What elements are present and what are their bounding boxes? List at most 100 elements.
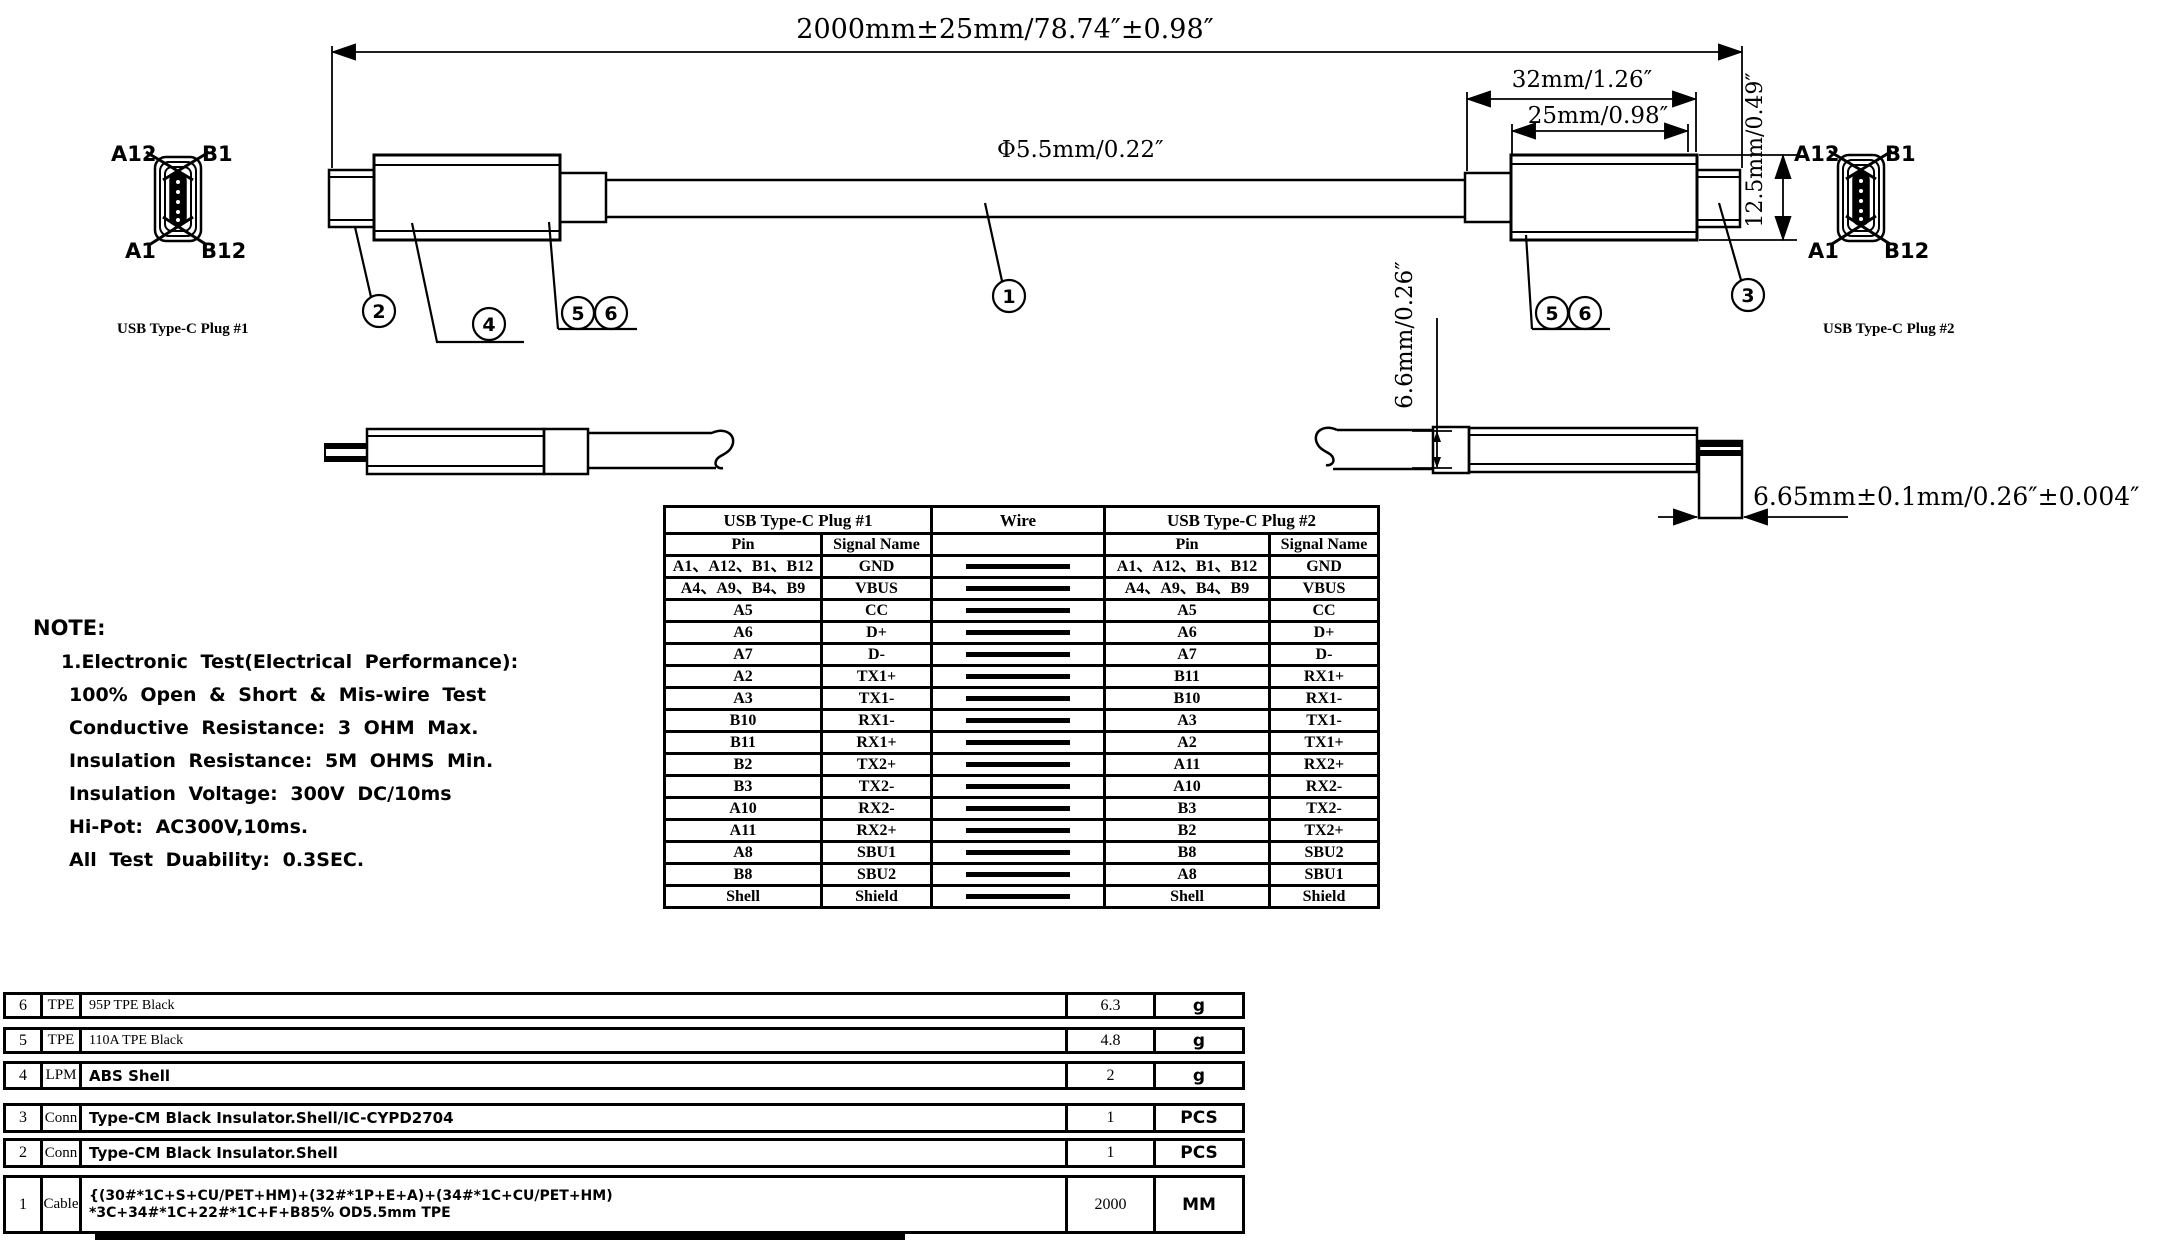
wire-line xyxy=(966,850,1070,855)
wire-subheader-empty xyxy=(930,532,1106,557)
bom-row-4: 4 LPM ABS Shell 2 g xyxy=(3,1061,1245,1090)
bom-description: 110A TPE Black xyxy=(79,1030,1065,1051)
wire-line xyxy=(966,696,1070,701)
plug2-pin-cell: A10 xyxy=(1103,774,1271,799)
plug2-pin-cell: B10 xyxy=(1103,686,1271,711)
bom-material: Conn xyxy=(40,1106,79,1130)
bom-description: ABS Shell xyxy=(79,1064,1065,1087)
plug2-signal-cell: TX2+ xyxy=(1268,818,1380,843)
wire-cell xyxy=(930,752,1106,777)
plug1-signal-cell: TX2+ xyxy=(820,752,933,777)
plug1-pin-a12-label: A12 xyxy=(111,142,156,166)
plug1-pin-cell: B11 xyxy=(663,730,823,755)
plug2-pin-cell: A3 xyxy=(1103,708,1271,733)
bom-description: Type-CM Black Insulator.Shell/IC-CYPD270… xyxy=(79,1106,1065,1130)
note-block: NOTE: 1.Electronic Test(Electrical Perfo… xyxy=(33,616,518,877)
plug1-signal-cell: GND xyxy=(820,554,933,579)
plug1-signal-cell: RX2+ xyxy=(820,818,933,843)
pin-column-header: Pin xyxy=(663,532,823,557)
bom-unit: MM xyxy=(1153,1178,1242,1231)
bom-quantity: 2000 xyxy=(1065,1178,1153,1231)
plug1-pin-cell: A3 xyxy=(663,686,823,711)
plug1-pin-cell: B2 xyxy=(663,752,823,777)
callout-4: 4 xyxy=(410,222,524,344)
bom-item-no: 6 xyxy=(19,996,27,1014)
plug1-signal-cell: CC xyxy=(820,598,933,623)
note-heading: NOTE: xyxy=(33,616,106,640)
plug2-end-view: A12 B1 A1 B12 USB Type-C Plug #2 xyxy=(1794,142,1955,337)
plug2-signal-cell: RX1- xyxy=(1268,686,1380,711)
bom-quantity: 2 xyxy=(1065,1064,1153,1087)
bom-material: TPE xyxy=(40,995,79,1016)
plug1-pin-b12-label: B12 xyxy=(201,239,246,263)
plug2-pin-cell: A6 xyxy=(1103,620,1271,645)
bom-description-line2: *3C+34#*1C+22#*1C+F+B85% OD5.5mm TPE xyxy=(89,1204,451,1221)
plug2-pin-cell: B8 xyxy=(1103,840,1271,865)
wire-line xyxy=(966,828,1070,833)
callout-3-number: 3 xyxy=(1741,285,1754,307)
plug1-signal-cell: TX1- xyxy=(820,686,933,711)
plug1-header: USB Type-C Plug #1 xyxy=(663,505,933,535)
plug1-end-view: A12 B1 A1 B12 USB Type-C Plug #1 xyxy=(111,142,249,337)
plug1-signal-cell: RX1- xyxy=(820,708,933,733)
plug2-pin-cell: A11 xyxy=(1103,752,1271,777)
bom-quantity: 1 xyxy=(1065,1141,1153,1165)
bom-row-3: 3 Conn Type-CM Black Insulator.Shell/IC-… xyxy=(3,1103,1245,1133)
plug2-pin-a1-label: A1 xyxy=(1808,239,1839,263)
wire-cell xyxy=(930,642,1106,667)
plug2-pin-cell: A7 xyxy=(1103,642,1271,667)
plug1-pin-cell: A5 xyxy=(663,598,823,623)
note-line: Insulation Voltage: 300V DC/10ms xyxy=(69,783,452,805)
plug2-signal-cell: SBU2 xyxy=(1268,840,1380,865)
plug2-pin-b12-label: B12 xyxy=(1884,239,1929,263)
plug1-pin-b1-label: B1 xyxy=(202,142,233,166)
plug2-signal-cell: RX2- xyxy=(1268,774,1380,799)
bom-description-line1: {(30#*1C+S+CU/PET+HM)+(32#*1P+E+A)+(34#*… xyxy=(89,1187,613,1204)
wire-cell xyxy=(930,554,1106,579)
note-line: Conductive Resistance: 3 OHM Max. xyxy=(69,717,479,739)
callout-6-number-right: 6 xyxy=(1578,303,1591,325)
wire-line xyxy=(966,784,1070,789)
plug1-pin-cell: A2 xyxy=(663,664,823,689)
wire-line xyxy=(966,740,1070,745)
callout-1-number: 1 xyxy=(1002,286,1015,308)
note-line: Insulation Resistance: 5M OHMS Min. xyxy=(69,750,494,772)
bom-item-no: 3 xyxy=(19,1109,27,1126)
bom-description: 95P TPE Black xyxy=(79,995,1065,1016)
plug1-signal-cell: RX2- xyxy=(820,796,933,821)
plug2-pin-a12-label: A12 xyxy=(1794,142,1839,166)
signal-column-header: Signal Name xyxy=(820,532,933,557)
bom-bottom-border-bar xyxy=(95,1234,905,1240)
bom-item-no: 5 xyxy=(19,1031,27,1049)
callout-2: 2 xyxy=(353,226,397,329)
wire-line xyxy=(966,762,1070,767)
left-plug-side-view xyxy=(327,153,608,242)
callout-1: 1 xyxy=(983,202,1027,314)
plug2-pin-cell: B3 xyxy=(1103,796,1271,821)
plug2-signal-cell: Shield xyxy=(1268,884,1380,909)
pin-table-subheader-row: Pin Signal Name Pin Signal Name xyxy=(663,532,1380,557)
plug-length-dimension xyxy=(1465,90,1698,171)
callout-2-number: 2 xyxy=(372,301,385,323)
plug-length-text: 32mm/1.26″ xyxy=(1512,67,1653,93)
plug1-pin-cell: B3 xyxy=(663,774,823,799)
bom-description: Type-CM Black Insulator.Shell xyxy=(79,1141,1065,1165)
plug2-signal-cell: TX2- xyxy=(1268,796,1380,821)
plug1-pin-cell: B8 xyxy=(663,862,823,887)
plug1-signal-cell: D- xyxy=(820,642,933,667)
plug2-header: USB Type-C Plug #2 xyxy=(1103,505,1380,535)
pin-column-header: Pin xyxy=(1103,532,1271,557)
callout-5-number: 5 xyxy=(571,303,584,325)
boot-diameter-text: 6.6mm/0.26″ xyxy=(1392,261,1418,409)
overall-length-text: 2000mm±25mm/78.74″±0.98″ xyxy=(796,14,1213,45)
bom-unit: PCS xyxy=(1153,1141,1242,1165)
